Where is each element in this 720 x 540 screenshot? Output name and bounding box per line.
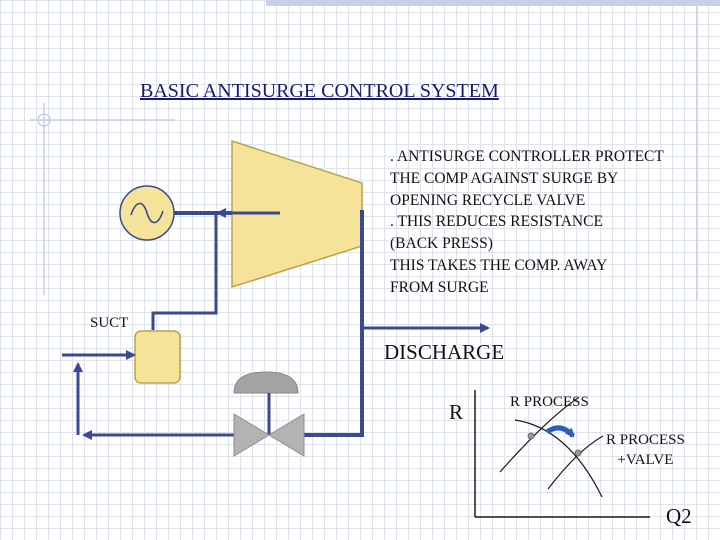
resistance-graph [474, 390, 650, 518]
y-axis-label: R [449, 400, 464, 424]
recycle-line [73, 210, 364, 440]
operating-point [527, 432, 535, 440]
slide-decoration [30, 0, 720, 300]
compressor-curve [499, 397, 579, 473]
description-text: . ANTISURGE CONTROLLER PROTECT THE COMP … [390, 146, 664, 299]
recycle-valve-icon [233, 371, 305, 457]
description-line: OPENING RECYCLE VALVE [390, 191, 586, 209]
description-line: . THIS REDUCES RESISTANCE [390, 213, 603, 231]
slide-title: BASIC ANTISURGE CONTROL SYSTEM [140, 80, 499, 102]
process-curve [514, 419, 603, 498]
description-line: THE COMP AGAINST SURGE BY [390, 169, 619, 187]
suction-label: SUCT [90, 315, 129, 331]
process-valve-curve-label: R PROCESS +VALVE [606, 430, 685, 470]
process-valve-curve [547, 435, 604, 490]
antisurge-controller-box [134, 330, 181, 384]
shift-arrow [545, 425, 575, 438]
process-curve-label: R PROCESS [510, 394, 589, 410]
description-line: THIS TAKES THE COMP. AWAY [390, 256, 608, 274]
description-line: . ANTISURGE CONTROLLER PROTECT [390, 148, 664, 165]
discharge-label: DISCHARGE [384, 340, 505, 364]
signal-line [151, 208, 280, 330]
description-line: (BACK PRESS) [390, 235, 493, 253]
process-valve-label-line: +VALVE [617, 452, 674, 468]
process-valve-label-line: R PROCESS [606, 432, 685, 448]
x-axis-label: Q2 [666, 504, 692, 528]
motor-sine-icon [119, 185, 175, 241]
new-operating-point [574, 449, 582, 457]
description-line: FROM SURGE [390, 278, 489, 296]
